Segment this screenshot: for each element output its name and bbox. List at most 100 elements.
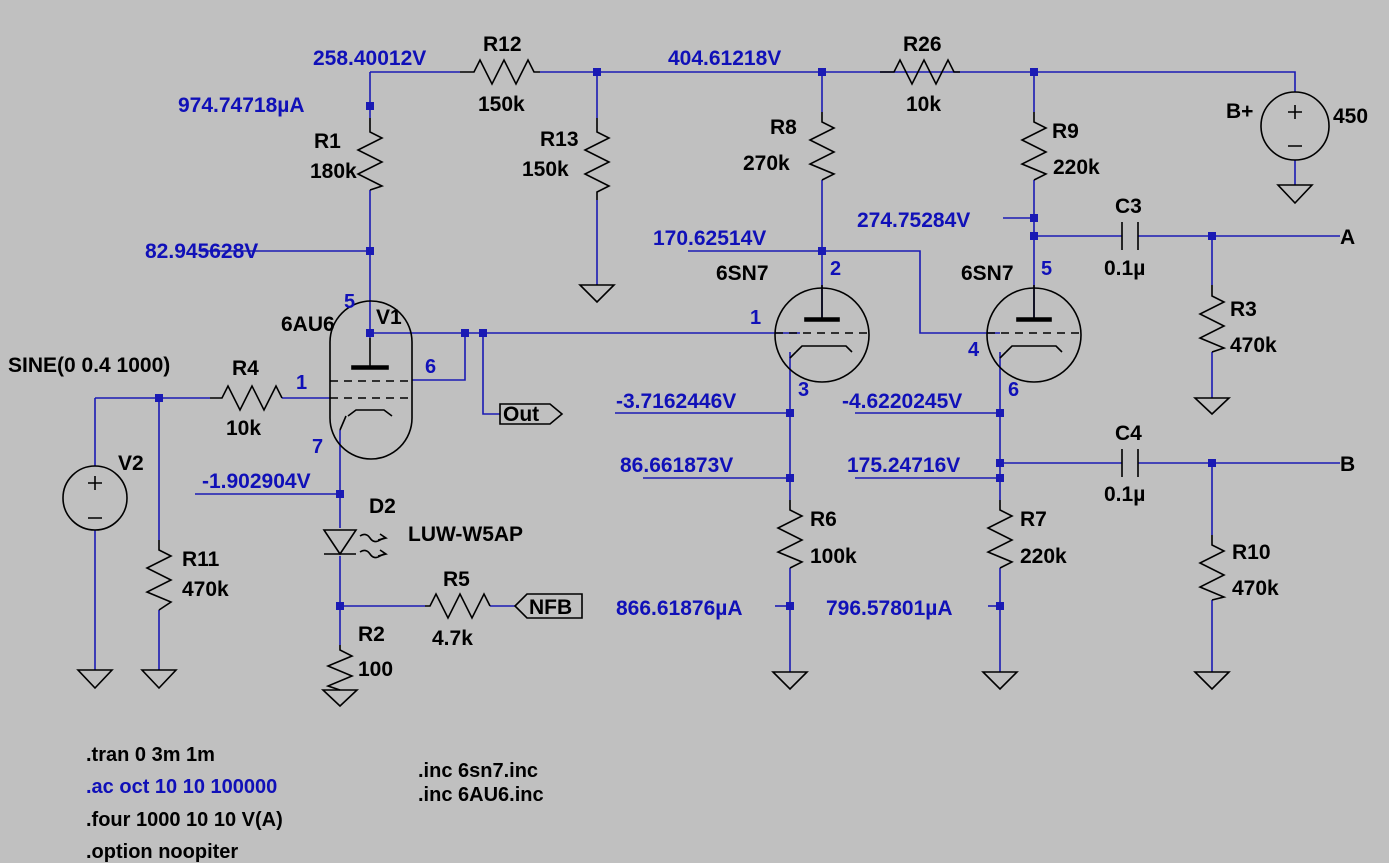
t2-pin-k: 3 [798, 379, 809, 401]
v1-pin-g2: 6 [425, 356, 436, 378]
resistor-r10[interactable] [1198, 535, 1227, 601]
capacitor-c4[interactable] [1121, 449, 1139, 477]
ground-symbols [76, 184, 1314, 708]
r10-value: 470k [1232, 577, 1279, 600]
resistor-r4[interactable] [210, 384, 283, 412]
bplus-name: B+ [1226, 100, 1253, 123]
v1-pin-plate: 5 [344, 291, 355, 313]
node-annotations: 258.40012V 404.61218V 974.74718µA 82.945… [145, 47, 970, 620]
directive-tran: .tran 0 3m 1m [86, 744, 215, 766]
resistor-r13[interactable] [583, 118, 611, 200]
v1-name: V1 [376, 306, 402, 329]
r3-value: 470k [1230, 334, 1277, 357]
net-label-a: A [1340, 226, 1355, 249]
r3-name: R3 [1230, 298, 1257, 321]
tube-t3[interactable] [986, 285, 1082, 383]
r9-value: 220k [1053, 156, 1100, 179]
r9-name: R9 [1052, 120, 1079, 143]
r5-value: 4.7k [432, 627, 473, 650]
r1-current: 974.74718µA [178, 94, 305, 117]
port-nfb-label: NFB [529, 596, 572, 619]
node-voltage-274: 274.75284V [857, 209, 970, 232]
resistor-r1[interactable] [356, 118, 385, 191]
r13-name: R13 [540, 128, 579, 151]
r6-value: 100k [810, 545, 857, 568]
bplus-value: 450 [1333, 105, 1368, 128]
c3-name: C3 [1115, 195, 1142, 218]
resistor-r11[interactable] [145, 540, 173, 611]
resistor-r12[interactable] [460, 58, 540, 86]
node-voltage-m3716: -3.7162446V [616, 390, 736, 413]
t3-pin-grid: 4 [968, 339, 980, 361]
v2-name: V2 [118, 452, 144, 475]
r1-value: 180k [310, 160, 357, 183]
r4-name: R4 [232, 357, 259, 380]
r7-value: 220k [1020, 545, 1067, 568]
port-nfb[interactable]: NFB [513, 593, 583, 619]
capacitor-c3[interactable] [1121, 222, 1139, 250]
r12-value: 150k [478, 93, 525, 116]
r10-name: R10 [1232, 541, 1271, 564]
directive-ac: .ac oct 10 10 100000 [86, 776, 277, 798]
directive-inc-6au6: .inc 6AU6.inc [418, 784, 544, 806]
tube-t2[interactable] [774, 285, 870, 383]
resistor-r9[interactable] [1020, 112, 1048, 181]
node-voltage-82: 82.945628V [145, 240, 258, 263]
port-out-label: Out [503, 403, 539, 426]
c3-value: 0.1µ [1104, 257, 1145, 280]
wires [94, 71, 1340, 672]
r5-name: R5 [443, 568, 470, 591]
component-labels: R12 150k R26 10k R1 180k R13 150k R8 270… [8, 33, 1368, 681]
t3-model: 6SN7 [961, 262, 1014, 285]
node-voltage-m4622: -4.6220245V [842, 390, 962, 413]
r8-value: 270k [743, 152, 790, 175]
r7-current: 796.57801µA [826, 597, 953, 620]
r1-name: R1 [314, 130, 341, 153]
d2-name: D2 [369, 495, 396, 518]
r4-value: 10k [226, 417, 261, 440]
node-voltage-404: 404.61218V [668, 47, 781, 70]
t3-pin-k: 6 [1008, 379, 1019, 401]
t2-model: 6SN7 [716, 262, 769, 285]
t2-pin-plate: 2 [830, 258, 841, 280]
resistor-r8[interactable] [808, 112, 836, 181]
source-v2[interactable] [62, 465, 128, 531]
node-voltage-175: 175.24716V [847, 454, 960, 477]
node-voltage-m1902: -1.902904V [202, 470, 311, 493]
c4-name: C4 [1115, 422, 1142, 445]
directive-inc-6sn7: .inc 6sn7.inc [418, 760, 538, 782]
r7-name: R7 [1020, 508, 1047, 531]
r6-name: R6 [810, 508, 837, 531]
v1-value: 6AU6 [281, 313, 335, 336]
port-out[interactable]: Out [499, 403, 564, 426]
resistor-r6[interactable] [776, 500, 804, 569]
r11-name: R11 [182, 548, 220, 571]
v1-pin-g1: 1 [296, 372, 307, 394]
node-voltage-170: 170.62514V [653, 227, 766, 250]
d2-value: LUW-W5AP [408, 523, 523, 546]
r12-name: R12 [483, 33, 522, 56]
r8-name: R8 [770, 116, 797, 139]
pin-numbers: 5 6 1 7 2 1 3 5 4 6 [296, 258, 1052, 458]
directive-option: .option noopiter [86, 841, 238, 863]
r11-value: 470k [182, 578, 229, 601]
source-bplus[interactable] [1260, 91, 1330, 161]
r2-value: 100 [358, 658, 393, 681]
resistor-r5[interactable] [425, 592, 491, 620]
spice-directives: .tran 0 3m 1m .ac oct 10 10 100000 .four… [86, 744, 544, 863]
node-voltage-258: 258.40012V [313, 47, 426, 70]
resistor-r26[interactable] [880, 58, 960, 86]
t3-pin-plate: 5 [1041, 258, 1052, 280]
v1-pin-k: 7 [312, 436, 323, 458]
r26-name: R26 [903, 33, 942, 56]
r6-current: 866.61876µA [616, 597, 743, 620]
resistor-r2[interactable] [325, 645, 355, 691]
tube-v1[interactable] [329, 300, 413, 460]
node-voltage-86: 86.661873V [620, 454, 733, 477]
c4-value: 0.1µ [1104, 483, 1145, 506]
r2-name: R2 [358, 623, 385, 646]
resistor-r3[interactable] [1198, 285, 1227, 353]
led-d2[interactable] [322, 529, 388, 559]
resistor-r7[interactable] [986, 500, 1014, 569]
